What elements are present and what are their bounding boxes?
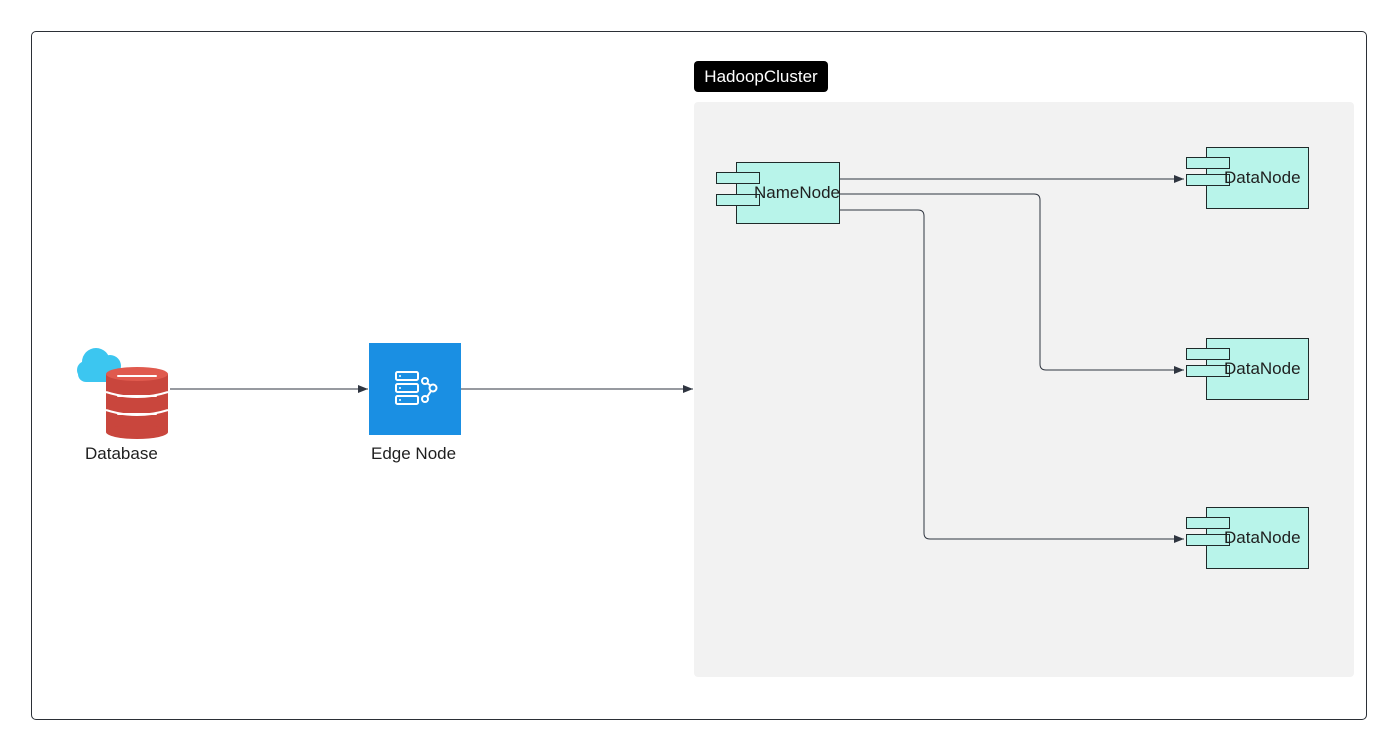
datanode-component-1[interactable]: DataNode bbox=[1186, 147, 1309, 209]
edge-node[interactable] bbox=[369, 343, 461, 435]
link-namenode-datanode-3 bbox=[840, 209, 1184, 543]
component-tab bbox=[716, 194, 760, 206]
component-tab bbox=[1186, 157, 1230, 169]
cluster-title: HadoopCluster bbox=[694, 61, 828, 92]
component-tab bbox=[1186, 534, 1230, 546]
database-label: Database bbox=[85, 444, 158, 463]
datanode-label: DataNode bbox=[1224, 168, 1301, 187]
component-tab bbox=[716, 172, 760, 184]
component-tab bbox=[1186, 174, 1230, 186]
datanode-component-3[interactable]: DataNode bbox=[1186, 507, 1309, 569]
diagram-frame bbox=[31, 31, 1367, 720]
datanode-component-2[interactable]: DataNode bbox=[1186, 338, 1309, 400]
datanode-label: DataNode bbox=[1224, 359, 1301, 378]
component-tab bbox=[1186, 365, 1230, 377]
component-tab bbox=[1186, 348, 1230, 360]
edge-node-label: Edge Node bbox=[371, 444, 457, 463]
component-tab bbox=[1186, 517, 1230, 529]
link-namenode-datanode-2 bbox=[840, 193, 1184, 374]
datanode-label: DataNode bbox=[1224, 528, 1301, 547]
cloud-database-icon bbox=[77, 348, 169, 439]
namenode-label: NameNode bbox=[754, 183, 840, 202]
database-cylinder-icon bbox=[105, 367, 169, 439]
namenode-component[interactable]: NameNode bbox=[716, 162, 840, 224]
edge-node-icon bbox=[395, 371, 438, 405]
